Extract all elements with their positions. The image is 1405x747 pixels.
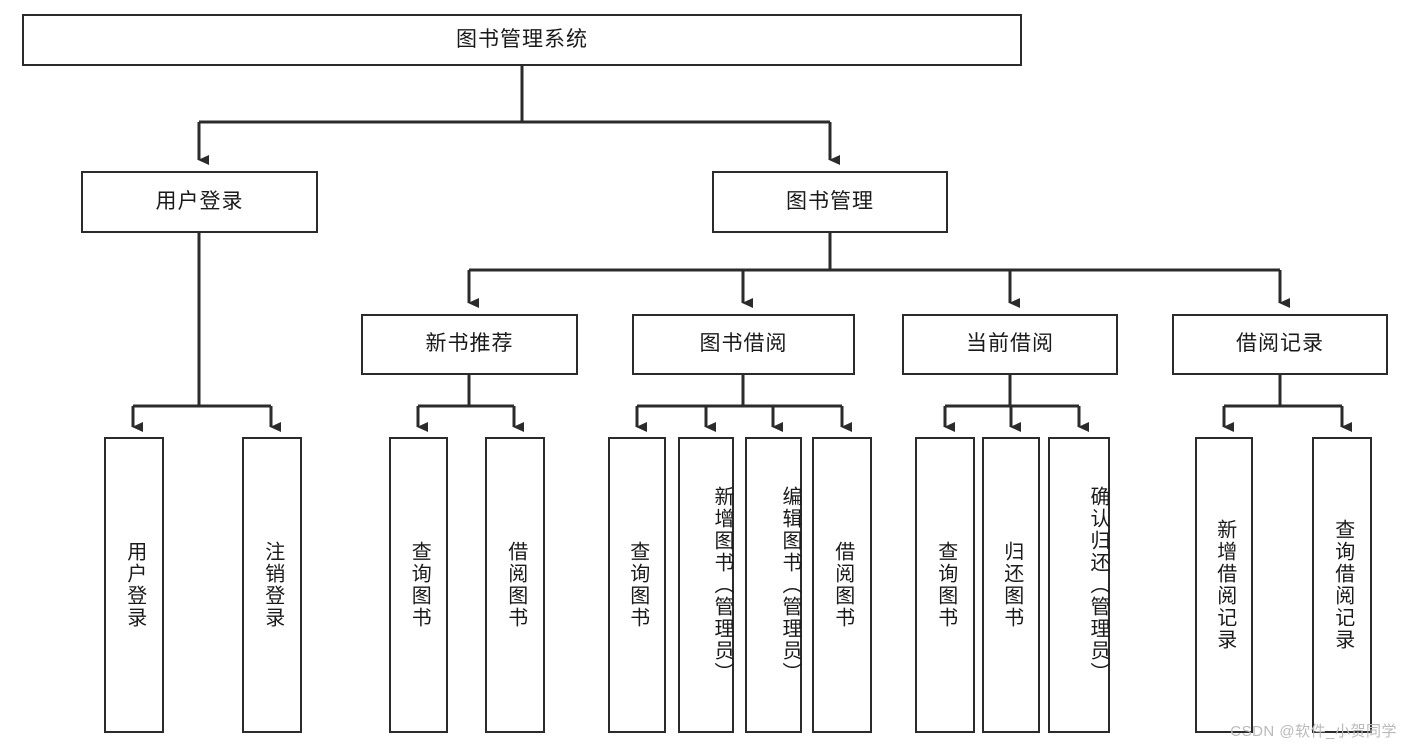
node-label: 编辑图书（管理员） <box>779 486 801 684</box>
node-label: 归还图书 <box>1000 541 1023 629</box>
node-label: 图书管理系统 <box>456 27 588 51</box>
node-label: 用户登录 <box>123 541 146 629</box>
leaf-borrow-book-recommend[interactable]: 借阅图书 <box>485 437 545 733</box>
leaf-user-login[interactable]: 用户登录 <box>104 437 164 733</box>
leaf-confirm-return-admin[interactable]: 确认归还（管理员） <box>1048 437 1110 733</box>
leaf-logout[interactable]: 注销登录 <box>242 437 302 733</box>
leaf-query-book-current[interactable]: 查询图书 <box>915 437 975 733</box>
node-label: 查询图书 <box>934 541 957 629</box>
node-label: 图书管理 <box>786 189 874 213</box>
node-label: 新增借阅记录 <box>1213 519 1236 651</box>
node-root-system[interactable]: 图书管理系统 <box>22 14 1022 66</box>
node-borrow-records[interactable]: 借阅记录 <box>1172 314 1388 375</box>
node-label: 新增图书（管理员） <box>711 486 733 684</box>
node-book-management[interactable]: 图书管理 <box>712 171 948 233</box>
node-label: 借阅图书 <box>831 541 854 629</box>
leaf-query-borrow-record[interactable]: 查询借阅记录 <box>1312 437 1372 733</box>
node-label: 借阅图书 <box>504 541 527 629</box>
node-label: 图书借阅 <box>699 332 788 356</box>
leaf-add-book-admin[interactable]: 新增图书（管理员） <box>678 437 734 733</box>
leaf-return-book[interactable]: 归还图书 <box>982 437 1040 733</box>
leaf-edit-book-admin[interactable]: 编辑图书（管理员） <box>745 437 802 733</box>
node-book-borrow[interactable]: 图书借阅 <box>632 314 855 375</box>
node-label: 当前借阅 <box>966 332 1054 356</box>
leaf-query-book-borrow[interactable]: 查询图书 <box>608 437 666 733</box>
watermark: CSDN @软件_小贺同学 <box>1230 723 1397 740</box>
leaf-borrow-book[interactable]: 借阅图书 <box>812 437 872 733</box>
node-label: 注销登录 <box>261 541 284 629</box>
node-user-login[interactable]: 用户登录 <box>81 171 318 233</box>
node-label: 确认归还（管理员） <box>1087 486 1109 684</box>
node-label: 查询图书 <box>408 541 431 629</box>
node-label: 查询借阅记录 <box>1331 519 1354 651</box>
node-current-borrow[interactable]: 当前借阅 <box>902 314 1118 375</box>
node-new-book-recommend[interactable]: 新书推荐 <box>361 314 578 375</box>
node-label: 借阅记录 <box>1236 332 1324 356</box>
node-label: 用户登录 <box>155 189 244 213</box>
leaf-query-book-recommend[interactable]: 查询图书 <box>389 437 448 733</box>
node-label: 新书推荐 <box>425 332 514 356</box>
leaf-add-borrow-record[interactable]: 新增借阅记录 <box>1195 437 1253 733</box>
node-label: 查询图书 <box>626 541 649 629</box>
